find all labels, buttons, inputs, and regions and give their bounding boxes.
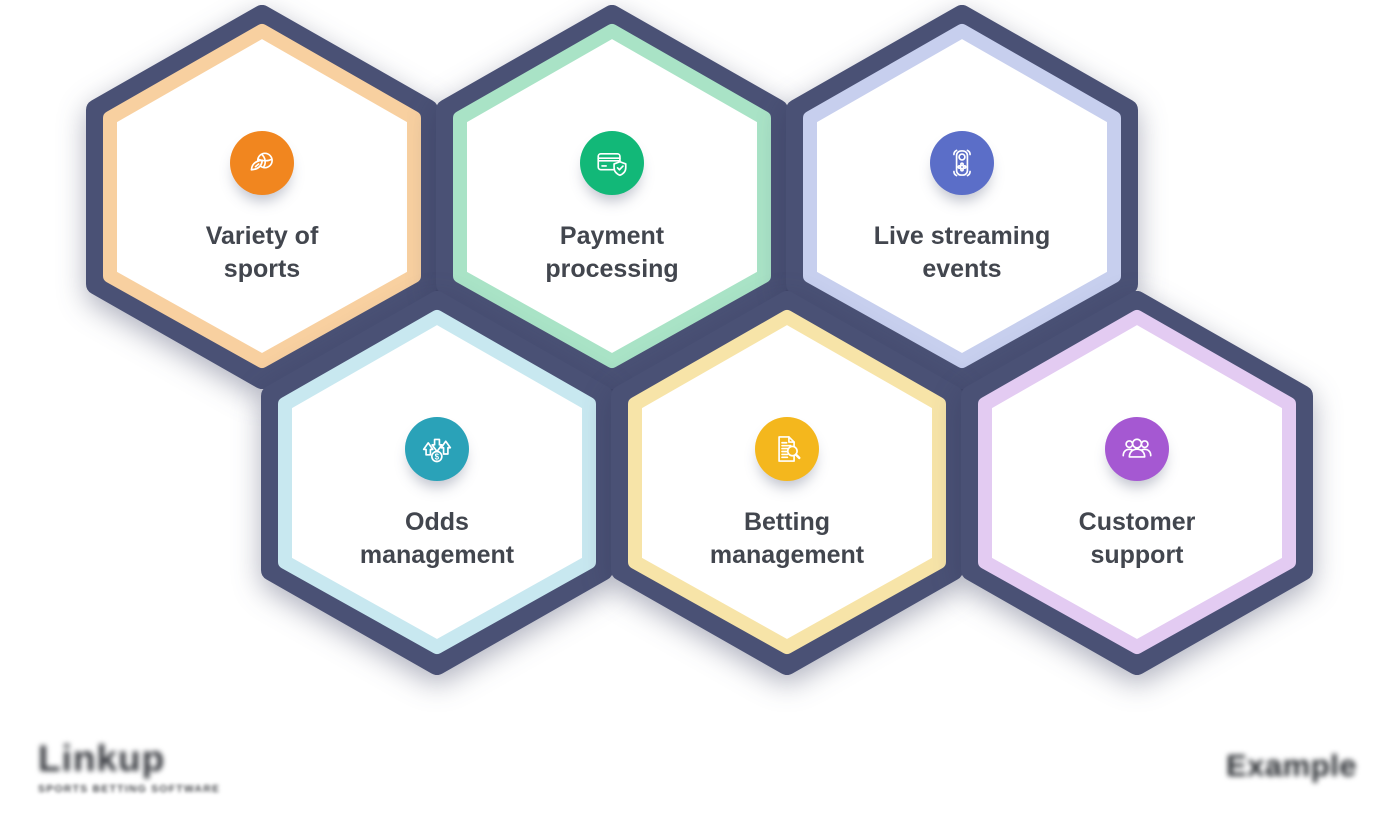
- hex-label-line: Betting: [743, 508, 831, 536]
- document-search-icon: [755, 417, 819, 481]
- hex-label: Betting management: [710, 506, 864, 572]
- hex-card-betting-management: Betting management: [611, 291, 963, 675]
- game-controller-icon: [930, 131, 994, 195]
- people-group-icon: [1105, 417, 1169, 481]
- hex-card-customer-support: Customer support: [961, 291, 1313, 675]
- hex-label: Live streaming events: [874, 220, 1050, 286]
- hexagon-shape: [961, 291, 1313, 675]
- hex-label-line: Customer: [1078, 508, 1196, 536]
- hex-label-line: support: [1090, 541, 1184, 569]
- hex-card-live-streaming-events: Live streaming events: [786, 5, 1138, 389]
- hexagon-shape: [261, 291, 613, 675]
- hex-card-odds-management: $ Odds management: [261, 291, 613, 675]
- hex-label-line: Payment: [559, 222, 665, 250]
- sports-balls-icon: [230, 131, 294, 195]
- hex-label: Variety of sports: [206, 220, 319, 286]
- hex-label-line: Live streaming: [873, 222, 1051, 250]
- hex-label-line: management: [709, 541, 865, 569]
- hex-label-line: management: [359, 541, 515, 569]
- hex-label: Payment processing: [545, 220, 678, 286]
- hexagon-shape: [436, 5, 788, 389]
- hex-card-payment-processing: Payment processing: [436, 5, 788, 389]
- hex-card-variety-of-sports: Variety of sports: [86, 5, 438, 389]
- hexagon-shape: [611, 291, 963, 675]
- money-arrows-icon: $: [405, 417, 469, 481]
- hex-label-line: Variety of: [205, 222, 319, 250]
- hex-label: Odds management: [360, 506, 514, 572]
- hexagon-shape: [86, 5, 438, 389]
- hexagon-shape: [786, 5, 1138, 389]
- svg-text:$: $: [435, 452, 440, 461]
- watermark-logo: Example: [1226, 748, 1358, 783]
- hex-label-line: Odds: [405, 508, 469, 536]
- hex-label-line: processing: [545, 255, 679, 283]
- company-logo-wordmark: Linkup: [38, 738, 166, 779]
- hex-label-line: events: [922, 255, 1002, 283]
- company-logo-tagline: SPORTS BETTING SOFTWARE: [38, 783, 221, 795]
- company-logo: Linkup SPORTS BETTING SOFTWARE: [38, 738, 220, 795]
- credit-card-shield-icon: [580, 131, 644, 195]
- hex-label-line: sports: [223, 255, 301, 283]
- hex-label: Customer support: [1079, 506, 1196, 572]
